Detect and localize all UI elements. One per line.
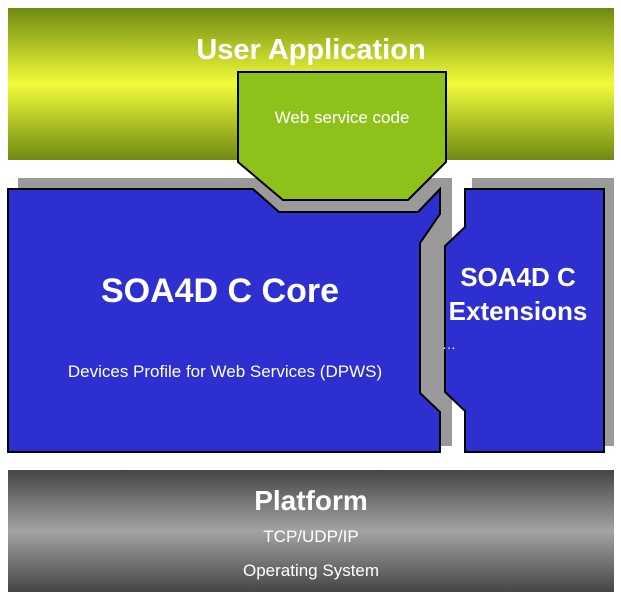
core-layer (7, 186, 441, 453)
platform-layer (8, 470, 614, 592)
web-service-code-label: Web service code (274, 108, 410, 127)
web-service-code-component (237, 71, 447, 201)
platform-operating-system: Operating System (242, 561, 380, 580)
user-application-title: User Application (196, 34, 426, 66)
extensions-layer (444, 188, 605, 453)
extensions-title-line2: Extensions (448, 296, 588, 326)
extensions-title-line1: SOA4D C (460, 262, 576, 292)
extensions-more-indicator: … (442, 336, 456, 352)
extensions-title: SOA4D C Extensions (438, 260, 598, 328)
platform-title: Platform (254, 485, 368, 516)
platform-network-stack: TCP/UDP/IP (263, 527, 359, 546)
core-title: SOA4D C Core (100, 272, 340, 310)
core-subtitle: Devices Profile for Web Services (DPWS) (67, 362, 383, 381)
